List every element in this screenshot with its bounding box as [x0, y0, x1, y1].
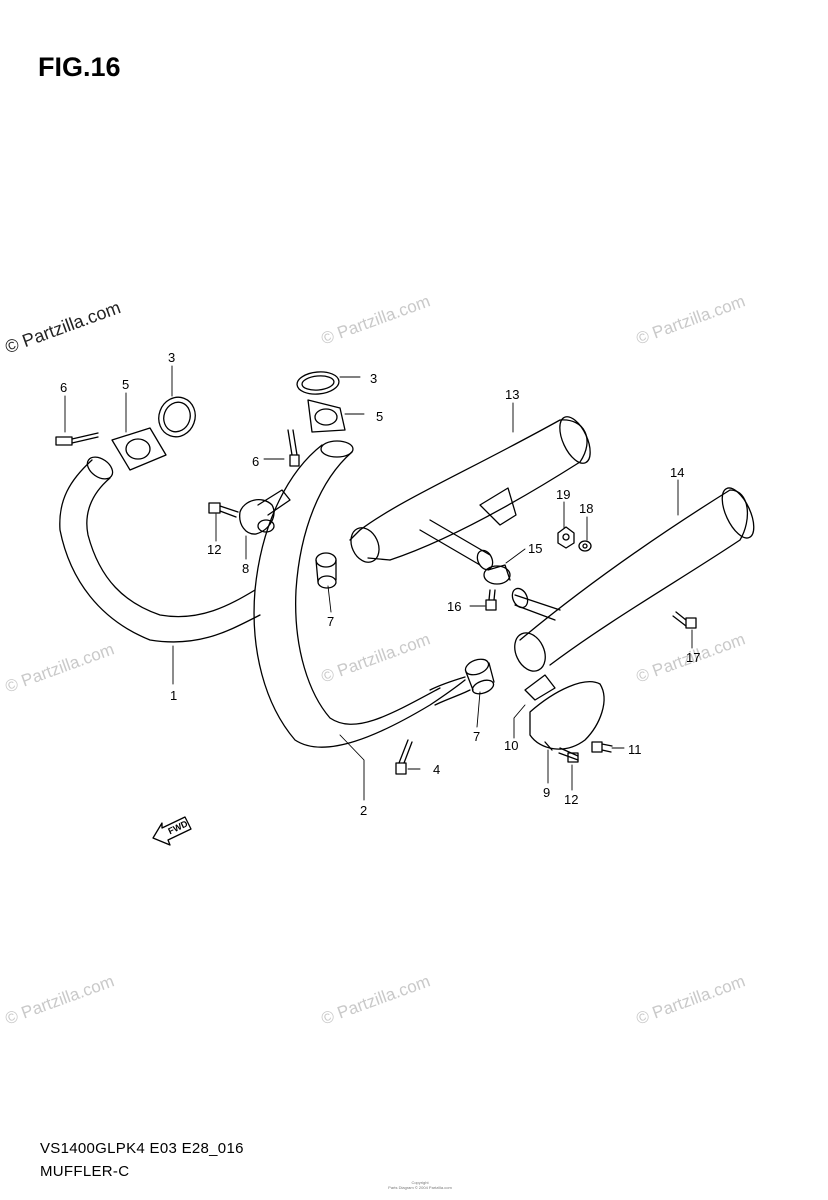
callout-7-upper: 7	[327, 614, 334, 629]
flange-5-left	[111, 427, 167, 471]
callout-15: 15	[528, 541, 542, 556]
callout-9: 9	[543, 785, 550, 800]
bolt-11	[591, 741, 613, 753]
callout-10: 10	[504, 738, 518, 753]
callout-3-left: 3	[168, 350, 175, 365]
cover-9	[529, 681, 605, 751]
section-name: MUFFLER-C	[40, 1163, 130, 1180]
callout-7-lower: 7	[473, 729, 480, 744]
connector-7-lower	[464, 658, 495, 695]
callout-11: 11	[628, 742, 642, 757]
muffler-14	[511, 487, 755, 672]
fwd-arrow-icon: FWD	[152, 816, 192, 846]
nut-19	[557, 526, 575, 549]
bolt-12-right	[558, 747, 579, 763]
bolt-17	[672, 611, 697, 629]
callout-19: 19	[556, 487, 570, 502]
clamp-8	[239, 489, 291, 535]
callout-4: 4	[433, 762, 440, 777]
leader-lines	[64, 365, 693, 801]
callout-3-right: 3	[370, 371, 377, 386]
callout-12-right: 12	[564, 792, 578, 807]
muffler-13	[349, 416, 591, 571]
exhaust-pipe-front	[59, 456, 261, 643]
gasket-3-left	[158, 396, 196, 438]
copyright-line-2: Parts Diagram © 2004 Partzilla.com	[388, 1185, 452, 1190]
bolt-4	[395, 739, 413, 775]
callout-1: 1	[170, 688, 177, 703]
callout-17: 17	[686, 650, 700, 665]
callout-5-right: 5	[376, 409, 383, 424]
bolt-16	[485, 589, 497, 611]
copyright-line-1: Copyright	[411, 1180, 429, 1185]
connector-7-upper	[315, 552, 337, 589]
callout-16: 16	[447, 599, 461, 614]
bolt-6-left	[55, 432, 99, 446]
washer-18	[578, 540, 592, 552]
model-code: VS1400GLPK4 E03 E28_016	[40, 1140, 244, 1157]
bolt-6-right	[287, 429, 300, 467]
tail-pipe-lower	[429, 676, 471, 706]
callout-8: 8	[242, 561, 249, 576]
callout-13: 13	[505, 387, 519, 402]
flange-5-right	[307, 399, 346, 433]
bolt-12-left	[208, 502, 239, 518]
callout-2: 2	[360, 803, 367, 818]
gasket-3-right	[296, 371, 340, 395]
callout-6-left: 6	[60, 380, 67, 395]
figure-title: FIG.16	[38, 52, 121, 82]
callout-18: 18	[579, 501, 593, 516]
callout-numbers: 1 2 3 3 4 5 5 6 6 7 7 8 9 10 11 12 12 13…	[60, 350, 700, 818]
copyright-note: Copyright Parts Diagram © 2004 Partzilla…	[360, 1180, 480, 1190]
bracket-10	[524, 674, 556, 701]
callout-6-right: 6	[252, 454, 259, 469]
callout-12-left: 12	[207, 542, 221, 557]
clamp-15	[483, 564, 511, 585]
callout-5-left: 5	[122, 377, 129, 392]
callout-14: 14	[670, 465, 684, 480]
